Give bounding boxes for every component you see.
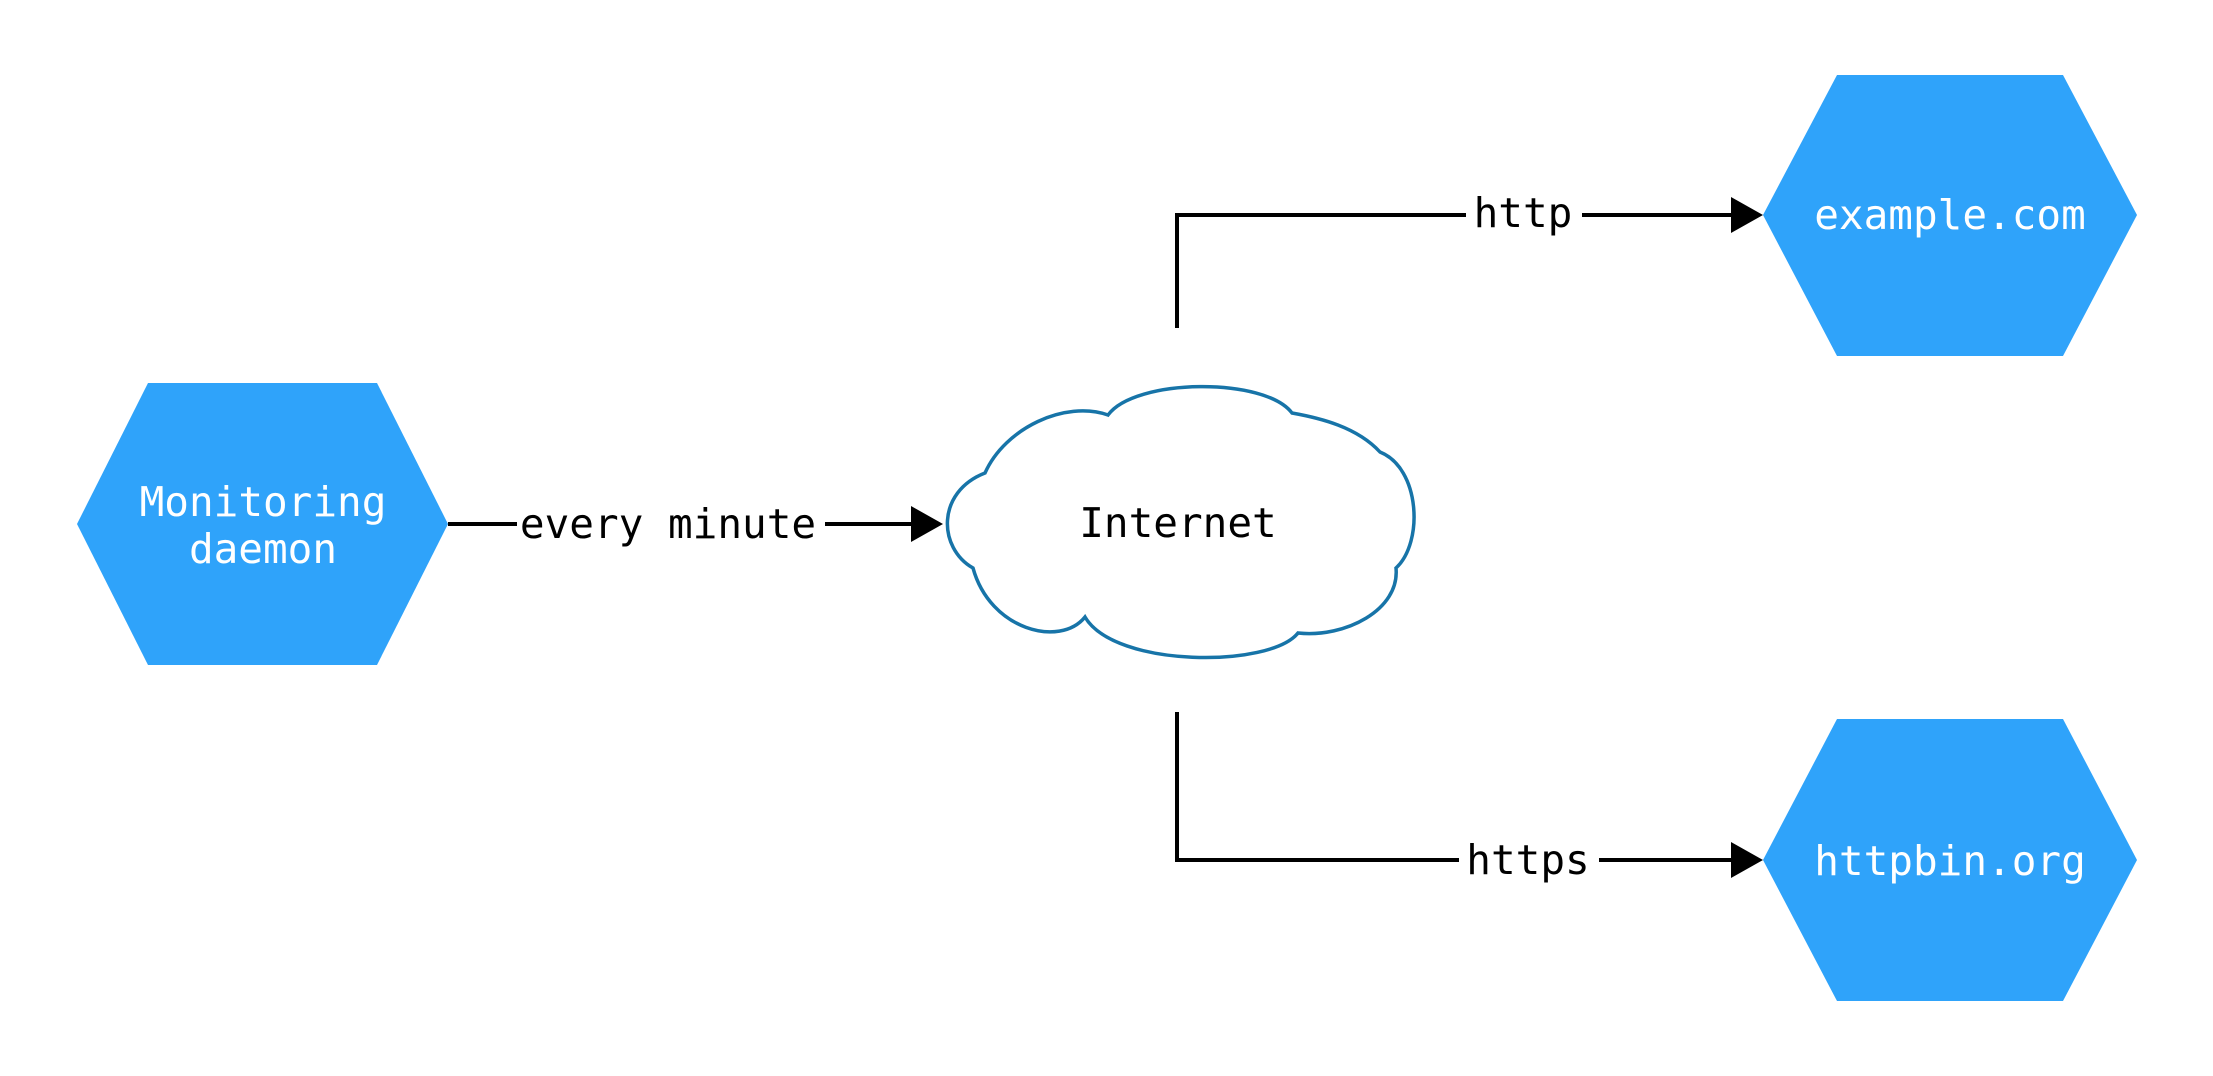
arrowhead-icon (911, 506, 943, 542)
arrowhead-icon (1731, 197, 1763, 233)
httpbin-org-node: httpbin.org (1763, 719, 2137, 1001)
internet-label: Internet (1079, 499, 1276, 547)
edge-elbow-line (1175, 712, 1459, 862)
hexagon-shape (1763, 719, 2137, 1001)
monitoring-daemon-label-line1: Monitoring (140, 478, 387, 526)
arrowhead-icon (1731, 842, 1763, 878)
hexagon-shape (77, 383, 448, 665)
monitoring-daemon-label-line2: daemon (189, 525, 337, 573)
edge-http-label: http (1474, 189, 1573, 237)
edge-every-minute (448, 506, 943, 542)
edge-every-minute-label: every minute (520, 500, 816, 548)
httpbin-org-label: httpbin.org (1814, 837, 2086, 885)
example-com-label: example.com (1814, 191, 2086, 239)
hexagon-shape (1763, 75, 2137, 356)
edge-https (1175, 712, 1763, 878)
edge-https-label: https (1466, 836, 1589, 884)
edge-http (1175, 197, 1763, 328)
cloud-shape (945, 384, 1416, 660)
example-com-node: example.com (1763, 75, 2137, 356)
edge-elbow-line (1175, 213, 1466, 328)
monitoring-daemon-node: Monitoring daemon (77, 383, 448, 665)
internet-cloud-node: Internet (945, 384, 1416, 660)
